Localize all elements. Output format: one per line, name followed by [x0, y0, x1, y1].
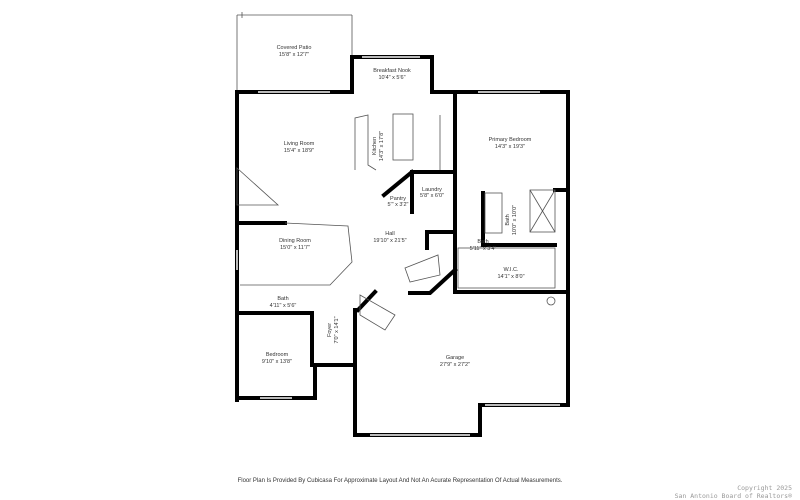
- room-name: Pantry: [390, 196, 406, 202]
- room-name: Bath: [477, 239, 488, 245]
- room-size: 27'9" x 27'2": [440, 362, 470, 368]
- room-size: 7'0" x 14'1": [334, 316, 340, 343]
- room-name: Foyer: [327, 323, 333, 337]
- room-size: 14'1" x 8'0": [497, 274, 524, 280]
- room-size: 4'11" x 5'6": [270, 303, 297, 309]
- windows: [236, 56, 560, 436]
- room-name: Primary Bedroom: [489, 137, 532, 143]
- room-name: Covered Patio: [277, 45, 312, 51]
- room-name: Bath: [277, 296, 288, 302]
- copyright: Copyright 2025 San Antonio Board of Real…: [675, 484, 792, 500]
- room-size: 5'" x 3'2": [388, 202, 409, 208]
- room-name: Breakfast Nook: [373, 68, 411, 74]
- room-name: Hall: [385, 231, 394, 237]
- room-size: 10'0" x 10'0": [512, 205, 518, 235]
- room-labels: Covered Patio 15'8" x 12'7" Breakfast No…: [262, 45, 532, 368]
- room-size: 15'4" x 18'9": [284, 148, 314, 154]
- room-size: 9'10" x 13'8": [262, 359, 292, 365]
- room-size: 14'3" x 17'8": [379, 131, 385, 161]
- room-name: W.I.C.: [504, 267, 519, 273]
- room-size: 14'3" x 19'3": [495, 144, 525, 150]
- room-size: 15'0" x 11'7": [280, 245, 310, 251]
- room-name: Dining Room: [279, 238, 311, 244]
- room-name: Living Room: [284, 141, 315, 147]
- room-name: Bedroom: [266, 352, 289, 358]
- room-size: 10'4" x 5'6": [378, 75, 405, 81]
- patio-outline: [236, 12, 353, 92]
- room-size: 15'8" x 12'7": [279, 52, 309, 58]
- room-size: 5'8" x 6'0": [420, 193, 444, 199]
- room-name: Laundry: [422, 187, 442, 193]
- disclaimer: Floor Plan Is Provided By Cubicasa For A…: [237, 478, 563, 484]
- room-name: Bath: [505, 214, 511, 225]
- interior-details: [236, 113, 556, 331]
- copyright-line: San Antonio Board of Realtors®: [674, 492, 792, 500]
- room-size: 5'11" x 3'4": [470, 246, 497, 252]
- room-name: Garage: [446, 355, 464, 361]
- copyright-line: Copyright 2025: [737, 484, 792, 492]
- room-name: Kitchen: [372, 137, 378, 155]
- room-size: 19'10" x 21'5": [373, 238, 406, 244]
